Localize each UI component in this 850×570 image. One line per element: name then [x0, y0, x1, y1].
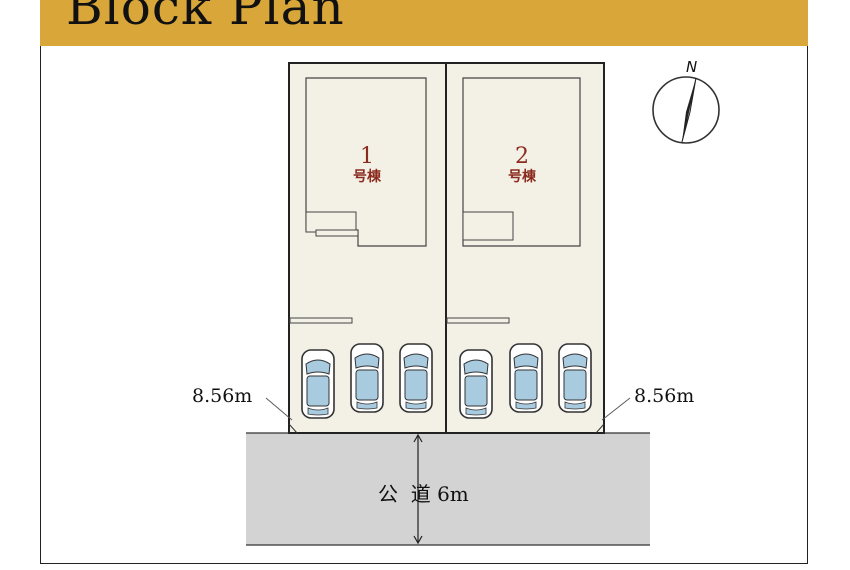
- parking-car-1: [301, 349, 335, 419]
- parking-car-4: [459, 349, 493, 419]
- page-title: Block Plan: [66, 0, 345, 36]
- parking-car-6: [558, 343, 592, 413]
- lot-2-suffix: 号棟: [508, 169, 536, 185]
- road-label: 公 道 6m: [378, 482, 469, 506]
- lot-2-number: 2: [515, 144, 529, 169]
- house-2-outline: [462, 77, 581, 247]
- lot-1-number: 1: [360, 144, 374, 169]
- lot-1-label: 1 号棟: [337, 144, 397, 185]
- title-banner: Block Plan: [40, 0, 808, 46]
- public-road: [246, 433, 650, 545]
- parking-car-5: [509, 343, 543, 413]
- parking-car-2: [350, 343, 384, 413]
- lot-1-suffix: 号棟: [353, 169, 381, 185]
- left-dimension-leader: [265, 397, 293, 421]
- right-dimension-leader: [601, 397, 631, 421]
- north-label: N: [686, 58, 698, 76]
- left-frontage-dimension: 8.56m: [192, 385, 253, 407]
- lot-2-label: 2 号棟: [492, 144, 552, 185]
- north-compass: [652, 76, 720, 144]
- right-frontage-dimension: 8.56m: [634, 385, 695, 407]
- parking-car-3: [399, 343, 433, 413]
